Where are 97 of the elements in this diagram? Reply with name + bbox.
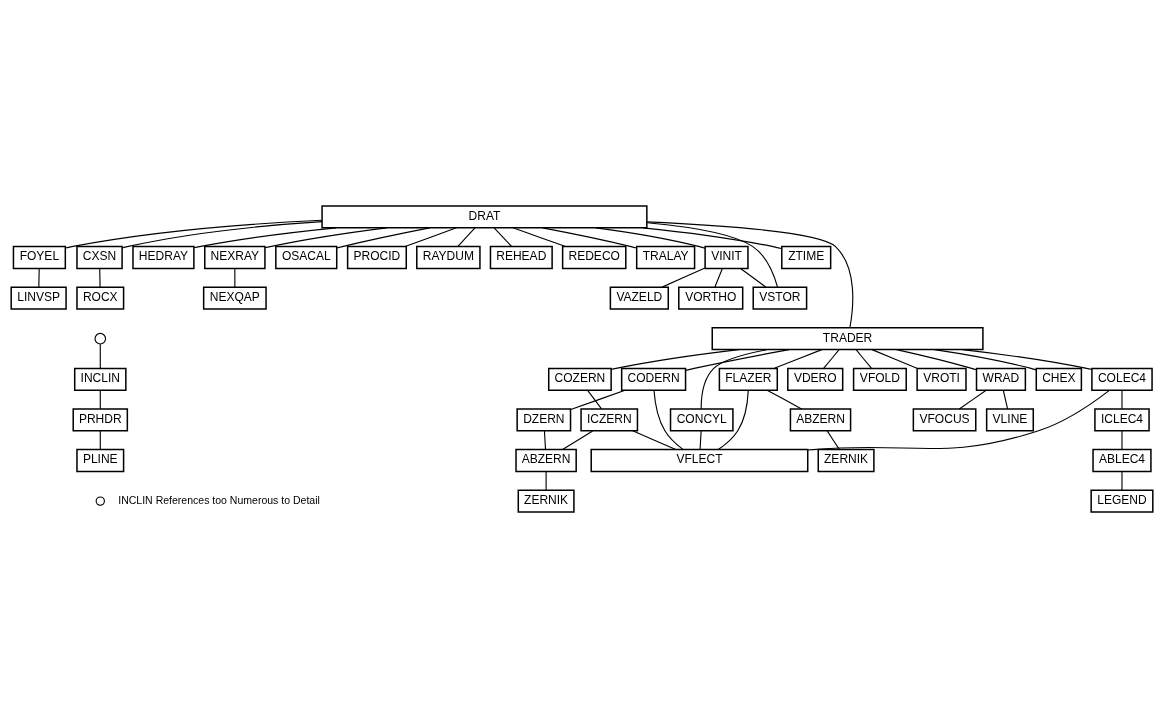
connector (714, 267, 723, 288)
node-box: ZERNIK (517, 488, 575, 513)
node-box: VINIT (704, 245, 749, 269)
node-box: ROCX (76, 285, 125, 310)
node-box: VORTHO (678, 285, 744, 310)
connector (234, 267, 236, 288)
connector (653, 389, 684, 450)
connector (961, 348, 1093, 370)
connector (1002, 389, 1009, 409)
node-box: DZERN (516, 407, 572, 432)
node-box: FLAZER (718, 367, 779, 391)
connector (773, 348, 823, 369)
connector (545, 470, 547, 491)
connector (807, 389, 1110, 451)
connector (766, 389, 803, 409)
connector (562, 429, 594, 450)
connector (64, 219, 323, 249)
node-box: REDECO (561, 245, 627, 269)
node-box: ICZERN (580, 407, 639, 432)
connector (493, 226, 513, 247)
node-circle (94, 332, 107, 345)
connector (871, 348, 918, 369)
connector (193, 226, 337, 248)
node-box: CHEX (1035, 367, 1083, 391)
node-box: PROCID (346, 245, 407, 269)
connector (855, 348, 872, 369)
node-box: LEGEND (1090, 488, 1154, 513)
connector (632, 429, 677, 450)
legend-label: INCLIN References too Numerous to Detail (118, 493, 320, 506)
connector (99, 389, 101, 409)
node-box: FOYEL (12, 245, 67, 269)
node-box: VFLECT (590, 448, 809, 472)
node-box: CONCYL (669, 407, 734, 432)
connector (642, 226, 782, 249)
connector (541, 226, 638, 249)
connector (457, 226, 476, 247)
connector (264, 226, 388, 248)
connector (1121, 470, 1123, 491)
node-box: ABLEC4 (1092, 448, 1152, 472)
connector (1121, 429, 1123, 450)
connector (717, 389, 749, 450)
node-box: VFOLD (852, 367, 907, 391)
node-box: ZERNIK (817, 448, 875, 472)
node-box: VDERO (787, 367, 844, 391)
connector (610, 348, 740, 370)
node-box: CXSN (76, 245, 123, 269)
node-box: LINVSP (10, 285, 67, 310)
node-box: OSACAL (275, 245, 338, 269)
connector (99, 429, 101, 450)
connector (685, 348, 790, 371)
node-box: RAYDUM (416, 245, 481, 269)
connector (646, 221, 779, 288)
node-box: HEDRAY (132, 245, 195, 269)
node-box: TRALAY (635, 245, 696, 269)
connector (661, 266, 706, 288)
connector (595, 226, 706, 249)
node-box: TRADER (711, 326, 984, 350)
node-box: VLINE (985, 407, 1034, 432)
connector (99, 343, 101, 369)
node-box: ZTIME (781, 245, 832, 269)
node-box: ABZERN (789, 407, 852, 432)
connector (1121, 389, 1123, 409)
connector (699, 429, 702, 450)
node-box: PLINE (76, 448, 125, 472)
connector (543, 429, 547, 450)
connector (121, 220, 323, 248)
node-box: VAZELD (609, 285, 669, 310)
connector (404, 226, 458, 247)
node-box: COLEC4 (1091, 367, 1153, 391)
node-box: REHEAD (489, 245, 553, 269)
node-box: DRAT (321, 204, 648, 229)
connector (99, 267, 101, 288)
node-box: ABZERN (515, 448, 577, 472)
connector (512, 226, 567, 247)
node-box: NEXQAP (202, 285, 267, 310)
connector (570, 389, 626, 410)
node-box: NEXRAY (204, 245, 266, 269)
node-box: INCLIN (73, 367, 127, 391)
connector (700, 348, 768, 409)
node-box: PRHDR (72, 407, 129, 432)
node-box: VROTI (916, 367, 967, 391)
connector (958, 389, 987, 409)
connector (933, 348, 1037, 370)
node-box: COZERN (548, 367, 612, 391)
node-box: WRAD (975, 367, 1027, 391)
node-box: VFOCUS (912, 407, 977, 432)
connector (823, 348, 840, 369)
connector (587, 389, 603, 409)
connector (646, 220, 854, 328)
connector (38, 267, 40, 288)
connector (336, 226, 431, 249)
connector (826, 429, 840, 450)
node-box: ICLEC4 (1094, 407, 1150, 432)
connector (895, 348, 977, 370)
node-box: VSTOR (752, 285, 808, 310)
node-box: CODERN (620, 367, 687, 391)
connector (740, 267, 767, 288)
